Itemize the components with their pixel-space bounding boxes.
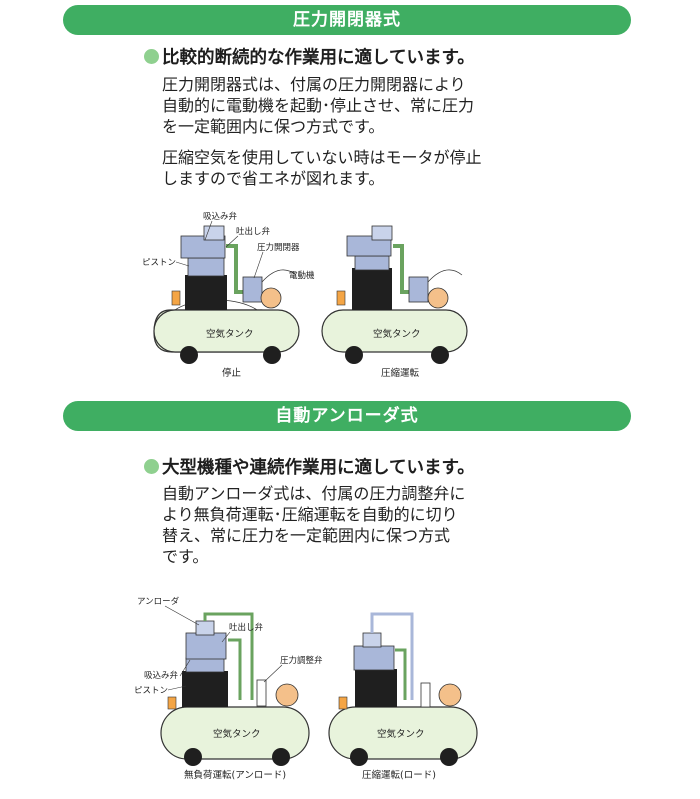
air-tank bbox=[328, 706, 478, 760]
section2-title: 自動アンローダ式 bbox=[275, 406, 419, 426]
bullet-dot-icon bbox=[144, 459, 159, 474]
cylinder-head bbox=[346, 235, 392, 257]
compressor-diagram-compression: 空気タンク 圧縮運転 bbox=[321, 225, 468, 379]
label-intake-valve: 吸込み弁 bbox=[144, 670, 179, 681]
crankcase bbox=[182, 671, 228, 707]
wheel bbox=[345, 346, 363, 364]
wheel bbox=[431, 346, 449, 364]
text-line: 自動的に電動機を起動･停止させ、常に圧力 bbox=[162, 96, 475, 115]
section1-paragraph1: 圧力開閉器式は、付属の圧力開閉器により 自動的に電動機を起動･停止させ、常に圧力… bbox=[162, 74, 474, 137]
safety-valve bbox=[167, 696, 177, 710]
label-motor: 電動機 bbox=[289, 270, 315, 281]
section2-lead: 大型機種や連続作業用に適しています。 bbox=[144, 454, 475, 479]
label-unloader: アンローダ bbox=[137, 596, 180, 607]
piston bbox=[187, 257, 225, 277]
pressure-regulator bbox=[256, 679, 267, 707]
diagram-caption: 圧縮運転 bbox=[381, 367, 420, 379]
tank-label: 空気タンク bbox=[213, 728, 261, 740]
text-line: です。 bbox=[162, 547, 209, 566]
label-pressure-switch: 圧力開閉器 bbox=[257, 242, 300, 253]
piston bbox=[354, 255, 390, 271]
air-tank bbox=[160, 706, 310, 760]
section1-paragraph2: 圧縮空気を使用していない時はモータが停止 しますので省エネが図れます。 bbox=[162, 147, 482, 189]
piston bbox=[185, 657, 225, 673]
wheel bbox=[180, 346, 198, 364]
intake-valve bbox=[371, 225, 393, 241]
wheel bbox=[350, 748, 368, 766]
section2-title-banner: 自動アンローダ式 bbox=[63, 401, 631, 431]
pressure-switch bbox=[242, 276, 263, 303]
section1-title: 圧力開閉器式 bbox=[293, 10, 401, 30]
label-pressure-regulator: 圧力調整弁 bbox=[280, 655, 323, 666]
label-piston: ピストン bbox=[134, 686, 168, 696]
pressure-regulator bbox=[420, 682, 431, 708]
diagram-caption: 圧縮運転(ロード) bbox=[362, 769, 436, 781]
label-intake-valve: 吸込み弁 bbox=[203, 211, 238, 222]
tank-label: 空気タンク bbox=[377, 728, 425, 740]
section1-title-banner: 圧力開閉器式 bbox=[63, 5, 631, 35]
cylinder-head bbox=[180, 235, 226, 259]
bullet-dot-icon bbox=[144, 49, 159, 64]
text-line: しますので省エネが図れます。 bbox=[162, 169, 385, 188]
wheel bbox=[263, 346, 281, 364]
wheel bbox=[184, 748, 202, 766]
safety-valve bbox=[336, 290, 346, 306]
section1-lead-text: 比較的断続的な作業用に適しています。 bbox=[162, 48, 475, 68]
tank-label: 空気タンク bbox=[373, 328, 421, 340]
text-line: 自動アンローダ式は、付属の圧力調整弁に bbox=[162, 484, 466, 503]
unloader-valve bbox=[195, 620, 215, 636]
safety-valve bbox=[171, 290, 181, 306]
wheel bbox=[440, 748, 458, 766]
cylinder-head bbox=[185, 632, 227, 660]
crankcase bbox=[355, 669, 397, 707]
section2-lead-text: 大型機種や連続作業用に適しています。 bbox=[162, 458, 475, 478]
crankcase bbox=[185, 275, 227, 310]
diagram-caption: 無負荷運転(アンロード) bbox=[184, 769, 286, 781]
text-line: 替え、常に圧力を一定範囲内に保つ方式 bbox=[162, 526, 451, 545]
motor bbox=[438, 683, 462, 707]
unloader-diagram-unload: アンローダ 吐出し弁 圧力調整弁 吸込み弁 ピストン 空気タンク 無負荷運転(ア… bbox=[134, 596, 323, 781]
unloader-valve bbox=[362, 632, 382, 648]
wheel bbox=[272, 748, 290, 766]
tank-label: 空気タンク bbox=[206, 328, 254, 340]
label-discharge-valve: 吐出し弁 bbox=[229, 622, 264, 633]
pressure-switch bbox=[408, 276, 429, 303]
text-line: より無負荷運転･圧縮運転を自動的に切り bbox=[162, 505, 458, 524]
motor bbox=[275, 683, 299, 707]
section1-lead: 比較的断続的な作業用に適しています。 bbox=[144, 44, 475, 69]
diagram-caption: 停止 bbox=[222, 367, 242, 379]
compressor-diagram-stop: 吸込み弁 吐出し弁 ピストン 圧力開閉器 電動機 空気タンク 停止 bbox=[142, 211, 315, 379]
text-line: 圧縮空気を使用していない時はモータが停止 bbox=[162, 148, 482, 167]
section2-paragraph1: 自動アンローダ式は、付属の圧力調整弁に より無負荷運転･圧縮運転を自動的に切り … bbox=[162, 483, 465, 567]
text-line: を一定範囲内に保つ方式です。 bbox=[162, 117, 385, 136]
cylinder-head bbox=[353, 645, 395, 671]
safety-valve bbox=[338, 696, 348, 710]
motor bbox=[260, 287, 282, 309]
intake-valve bbox=[203, 225, 225, 241]
text-line: 圧力開閉器式は、付属の圧力開閉器により bbox=[162, 75, 466, 94]
label-piston: ピストン bbox=[142, 258, 176, 268]
crankcase bbox=[352, 268, 392, 310]
air-tank bbox=[321, 309, 468, 353]
unloader-diagram-load: 空気タンク 圧縮運転(ロード) bbox=[328, 612, 478, 781]
label-discharge-valve: 吐出し弁 bbox=[236, 226, 271, 237]
motor bbox=[427, 287, 449, 309]
